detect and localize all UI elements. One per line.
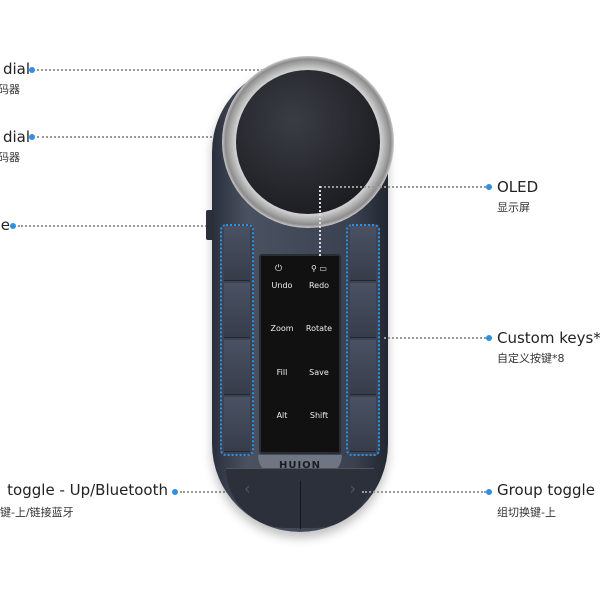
callout-oled-en: OLED	[497, 178, 539, 196]
callout-custom-keys-zh: 自定义按键*8	[497, 352, 565, 365]
callout-line	[319, 186, 321, 256]
callout-dot	[10, 223, 16, 229]
screen-key-label: Rotate	[305, 324, 333, 333]
callout-line	[384, 337, 486, 339]
callout-dial-2-en: dial	[2, 128, 30, 146]
callout-dial-1-zh: 码器	[0, 83, 20, 96]
callout-toggle-up-zh: 键-上/链接蓝牙	[0, 506, 74, 519]
custom-key[interactable]	[350, 226, 376, 281]
callout-line	[37, 136, 232, 138]
custom-key[interactable]	[224, 226, 250, 281]
side-switch[interactable]	[206, 210, 214, 240]
toggle-left-button[interactable]: ‹	[244, 479, 251, 498]
custom-key[interactable]	[224, 283, 250, 338]
power-icon: ⏻	[275, 264, 283, 274]
callout-dot	[486, 489, 492, 495]
custom-key[interactable]	[350, 340, 376, 395]
custom-key[interactable]	[350, 283, 376, 338]
custom-keys-left	[220, 224, 254, 456]
callout-line	[18, 225, 210, 227]
toggle-right-button[interactable]: ›	[349, 479, 356, 498]
usb-battery-icon: ⚲ ▭	[311, 264, 327, 273]
callout-dot	[486, 184, 492, 190]
callout-dial-2-zh: 码器	[0, 151, 20, 164]
screen-key-label: Fill	[276, 368, 288, 377]
custom-key[interactable]	[350, 397, 376, 452]
callout-line	[37, 69, 287, 71]
callout-group-toggle-en: Group toggle -	[497, 481, 600, 499]
dial-face[interactable]	[236, 70, 380, 214]
callout-group-toggle-zh: 组切换键-上	[497, 506, 556, 519]
callout-dot	[486, 335, 492, 341]
callout-custom-keys-en: Custom keys*	[497, 329, 600, 347]
callout-dial-1-en: dial	[2, 60, 30, 78]
oled-screen: ⏻ ⚲ ▭ Undo Redo Zoom Rotate Fill Save Al…	[259, 254, 341, 454]
callout-line	[180, 491, 240, 493]
callout-side-en: e	[0, 216, 10, 234]
screen-key-label: Alt	[276, 411, 288, 420]
screen-key-label: Shift	[309, 411, 329, 420]
custom-keys-right	[346, 224, 380, 456]
callout-line	[362, 491, 486, 493]
callout-dot	[29, 134, 35, 140]
custom-key[interactable]	[224, 397, 250, 452]
brand-logo: HUION	[278, 460, 322, 471]
callout-dot	[29, 67, 35, 73]
custom-key[interactable]	[224, 340, 250, 395]
group-toggle-buttons: ‹ ›	[226, 468, 374, 529]
screen-key-label: Undo	[271, 281, 293, 290]
callout-line	[320, 186, 486, 188]
callout-dot	[172, 489, 178, 495]
callout-oled-zh: 显示屏	[497, 201, 530, 214]
screen-key-label: Save	[309, 368, 329, 377]
callout-toggle-up-en: toggle - Up/Bluetooth	[7, 481, 168, 499]
divider	[300, 481, 301, 529]
screen-key-label: Redo	[308, 281, 330, 290]
screen-key-label: Zoom	[270, 324, 294, 333]
